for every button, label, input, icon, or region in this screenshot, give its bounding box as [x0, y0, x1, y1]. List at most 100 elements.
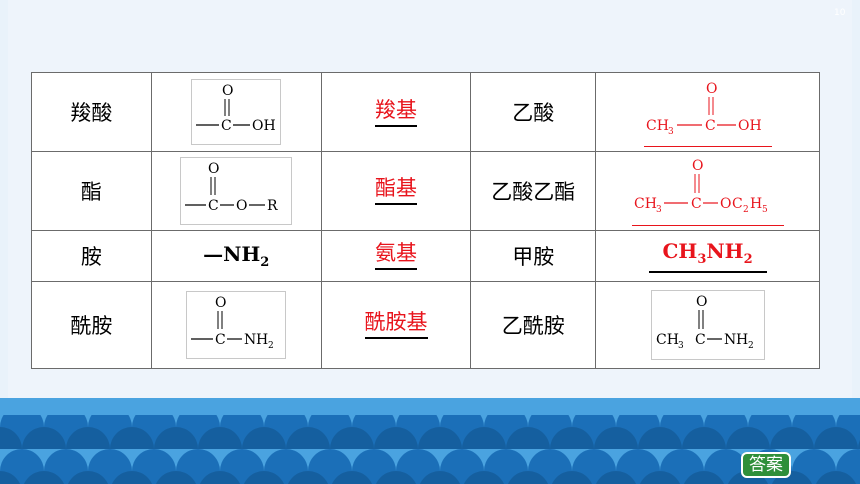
- atom-o: O: [236, 198, 247, 214]
- group-name: 羧基: [375, 97, 418, 122]
- example-structure-cell: O CH 3 C OH: [595, 71, 820, 153]
- page-number: 10: [834, 8, 846, 18]
- example-structure-cell: O CH 3 C O C 2 H 5: [595, 151, 820, 231]
- atom-o: O: [720, 196, 731, 212]
- atom-c: C: [732, 196, 743, 212]
- atom-ch: CH: [656, 332, 679, 348]
- atom-o: O: [208, 161, 219, 177]
- atom-ch: CH: [634, 196, 657, 212]
- subscript-3: 3: [656, 205, 662, 215]
- class-name-cell: 胺: [31, 229, 152, 282]
- methylamine-answer: CH3NH2: [648, 238, 767, 273]
- group-name-answer: 羧基: [375, 97, 418, 127]
- atom-c: C: [705, 118, 716, 134]
- subscript-2: 2: [748, 341, 754, 351]
- example-name: 乙酸乙酯: [491, 179, 576, 204]
- amide-structure: O C N H 2: [186, 290, 287, 359]
- example-name-cell: 甲胺: [470, 229, 597, 282]
- group-name-answer: 酰胺基: [364, 310, 428, 340]
- structure-cell: O C O R: [150, 151, 322, 231]
- atom-c: C: [208, 198, 219, 214]
- example-structure-cell: CH3NH2: [595, 229, 820, 282]
- functional-group-table: 羧酸 O C OH 羧基 乙酸: [31, 71, 820, 370]
- ester-structure-svg: O C O R: [185, 161, 278, 214]
- example-name: 乙酰胺: [501, 313, 565, 338]
- amino-text: —NH: [203, 241, 261, 266]
- group-name: 氨基: [375, 241, 418, 266]
- subscript-2: 2: [743, 205, 749, 215]
- atom-c: C: [695, 332, 706, 348]
- atom-h: H: [736, 332, 748, 348]
- class-name: 羧酸: [70, 101, 113, 126]
- ester-structure: O C O R: [180, 156, 293, 225]
- atom-oh: OH: [738, 118, 762, 134]
- acetamide-structure-svg: O CH 3 C N H 2: [656, 294, 754, 351]
- carboxyl-structure-svg: O C OH: [196, 83, 276, 134]
- group-name-cell: 羧基: [320, 71, 472, 153]
- class-name-cell: 酰胺: [31, 280, 152, 370]
- methylamine-ch: CH: [662, 238, 698, 263]
- methylamine-formula: CH3NH2: [662, 238, 753, 266]
- subscript-3: 3: [668, 127, 674, 137]
- atom-c: C: [215, 332, 226, 348]
- atom-r: R: [267, 198, 278, 214]
- structure-cell: O C N H 2: [150, 280, 322, 370]
- atom-o: O: [222, 83, 233, 99]
- answer-underline: [375, 124, 418, 127]
- atom-o: O: [692, 158, 703, 174]
- amide-structure-svg: O C N H 2: [191, 295, 274, 351]
- atom-h: H: [256, 332, 268, 348]
- answer-underline: [375, 268, 418, 271]
- group-name: 酯基: [375, 176, 418, 201]
- atom-o: O: [696, 294, 707, 310]
- structure-cell: O C OH: [150, 71, 322, 153]
- group-name: 酰胺基: [364, 310, 428, 335]
- atom-o: O: [215, 295, 226, 311]
- answer-underline: [364, 337, 428, 340]
- class-name: 酰胺: [70, 313, 113, 338]
- subscript-5: 5: [762, 205, 768, 215]
- example-name-cell: 乙酸: [470, 71, 597, 153]
- atom-c: C: [221, 118, 232, 134]
- acetic-acid-structure: O CH 3 C OH: [643, 77, 772, 147]
- group-name-cell: 氨基: [320, 229, 472, 282]
- acetamide-structure: O CH 3 C N H 2: [650, 289, 765, 360]
- atom-ch: CH: [646, 118, 669, 134]
- subscript-2: 2: [260, 254, 270, 270]
- answer-button[interactable]: 答案: [741, 452, 791, 478]
- table-row: 胺 —NH2 氨基 甲胺 CH3NH2: [31, 229, 820, 282]
- answer-underline: [375, 203, 418, 206]
- subscript-3: 3: [678, 341, 684, 351]
- group-name-answer: 氨基: [375, 241, 418, 271]
- table-row: 酯 O C O R 酯基: [31, 151, 820, 231]
- example-structure-cell: O CH 3 C N H 2: [595, 280, 820, 370]
- methylamine-nh: NH: [706, 238, 744, 263]
- class-name-cell: 酯: [31, 151, 152, 231]
- example-name-cell: 乙酸乙酯: [470, 151, 597, 231]
- atom-oh: OH: [252, 118, 276, 134]
- table-row: 羧酸 O C OH 羧基 乙酸: [31, 71, 820, 153]
- class-name: 酯: [80, 179, 102, 204]
- ethyl-acetate-structure: O CH 3 C O C 2 H 5: [631, 155, 784, 227]
- example-name: 甲胺: [512, 244, 555, 269]
- class-name-cell: 羧酸: [31, 71, 152, 153]
- group-name-answer: 酯基: [375, 176, 418, 206]
- group-name-cell: 酯基: [320, 151, 472, 231]
- ethyl-acetate-structure-svg: O CH 3 C O C 2 H 5: [631, 155, 784, 220]
- atom-n: N: [724, 332, 736, 348]
- atom-n: N: [244, 332, 256, 348]
- atom-o: O: [706, 81, 717, 97]
- acetic-acid-structure-svg: O CH 3 C OH: [643, 77, 772, 140]
- example-name-cell: 乙酰胺: [470, 280, 597, 370]
- structure-cell: —NH2: [150, 229, 322, 282]
- atom-c: C: [691, 196, 702, 212]
- amino-formula: —NH2: [203, 241, 269, 270]
- wave-decoration: [0, 415, 860, 484]
- subscript-3: 3: [697, 251, 707, 267]
- subscript-2: 2: [743, 251, 753, 267]
- answer-underline: [648, 270, 767, 273]
- example-name: 乙酸: [512, 101, 555, 126]
- class-name: 胺: [80, 244, 102, 269]
- atom-h: H: [750, 196, 762, 212]
